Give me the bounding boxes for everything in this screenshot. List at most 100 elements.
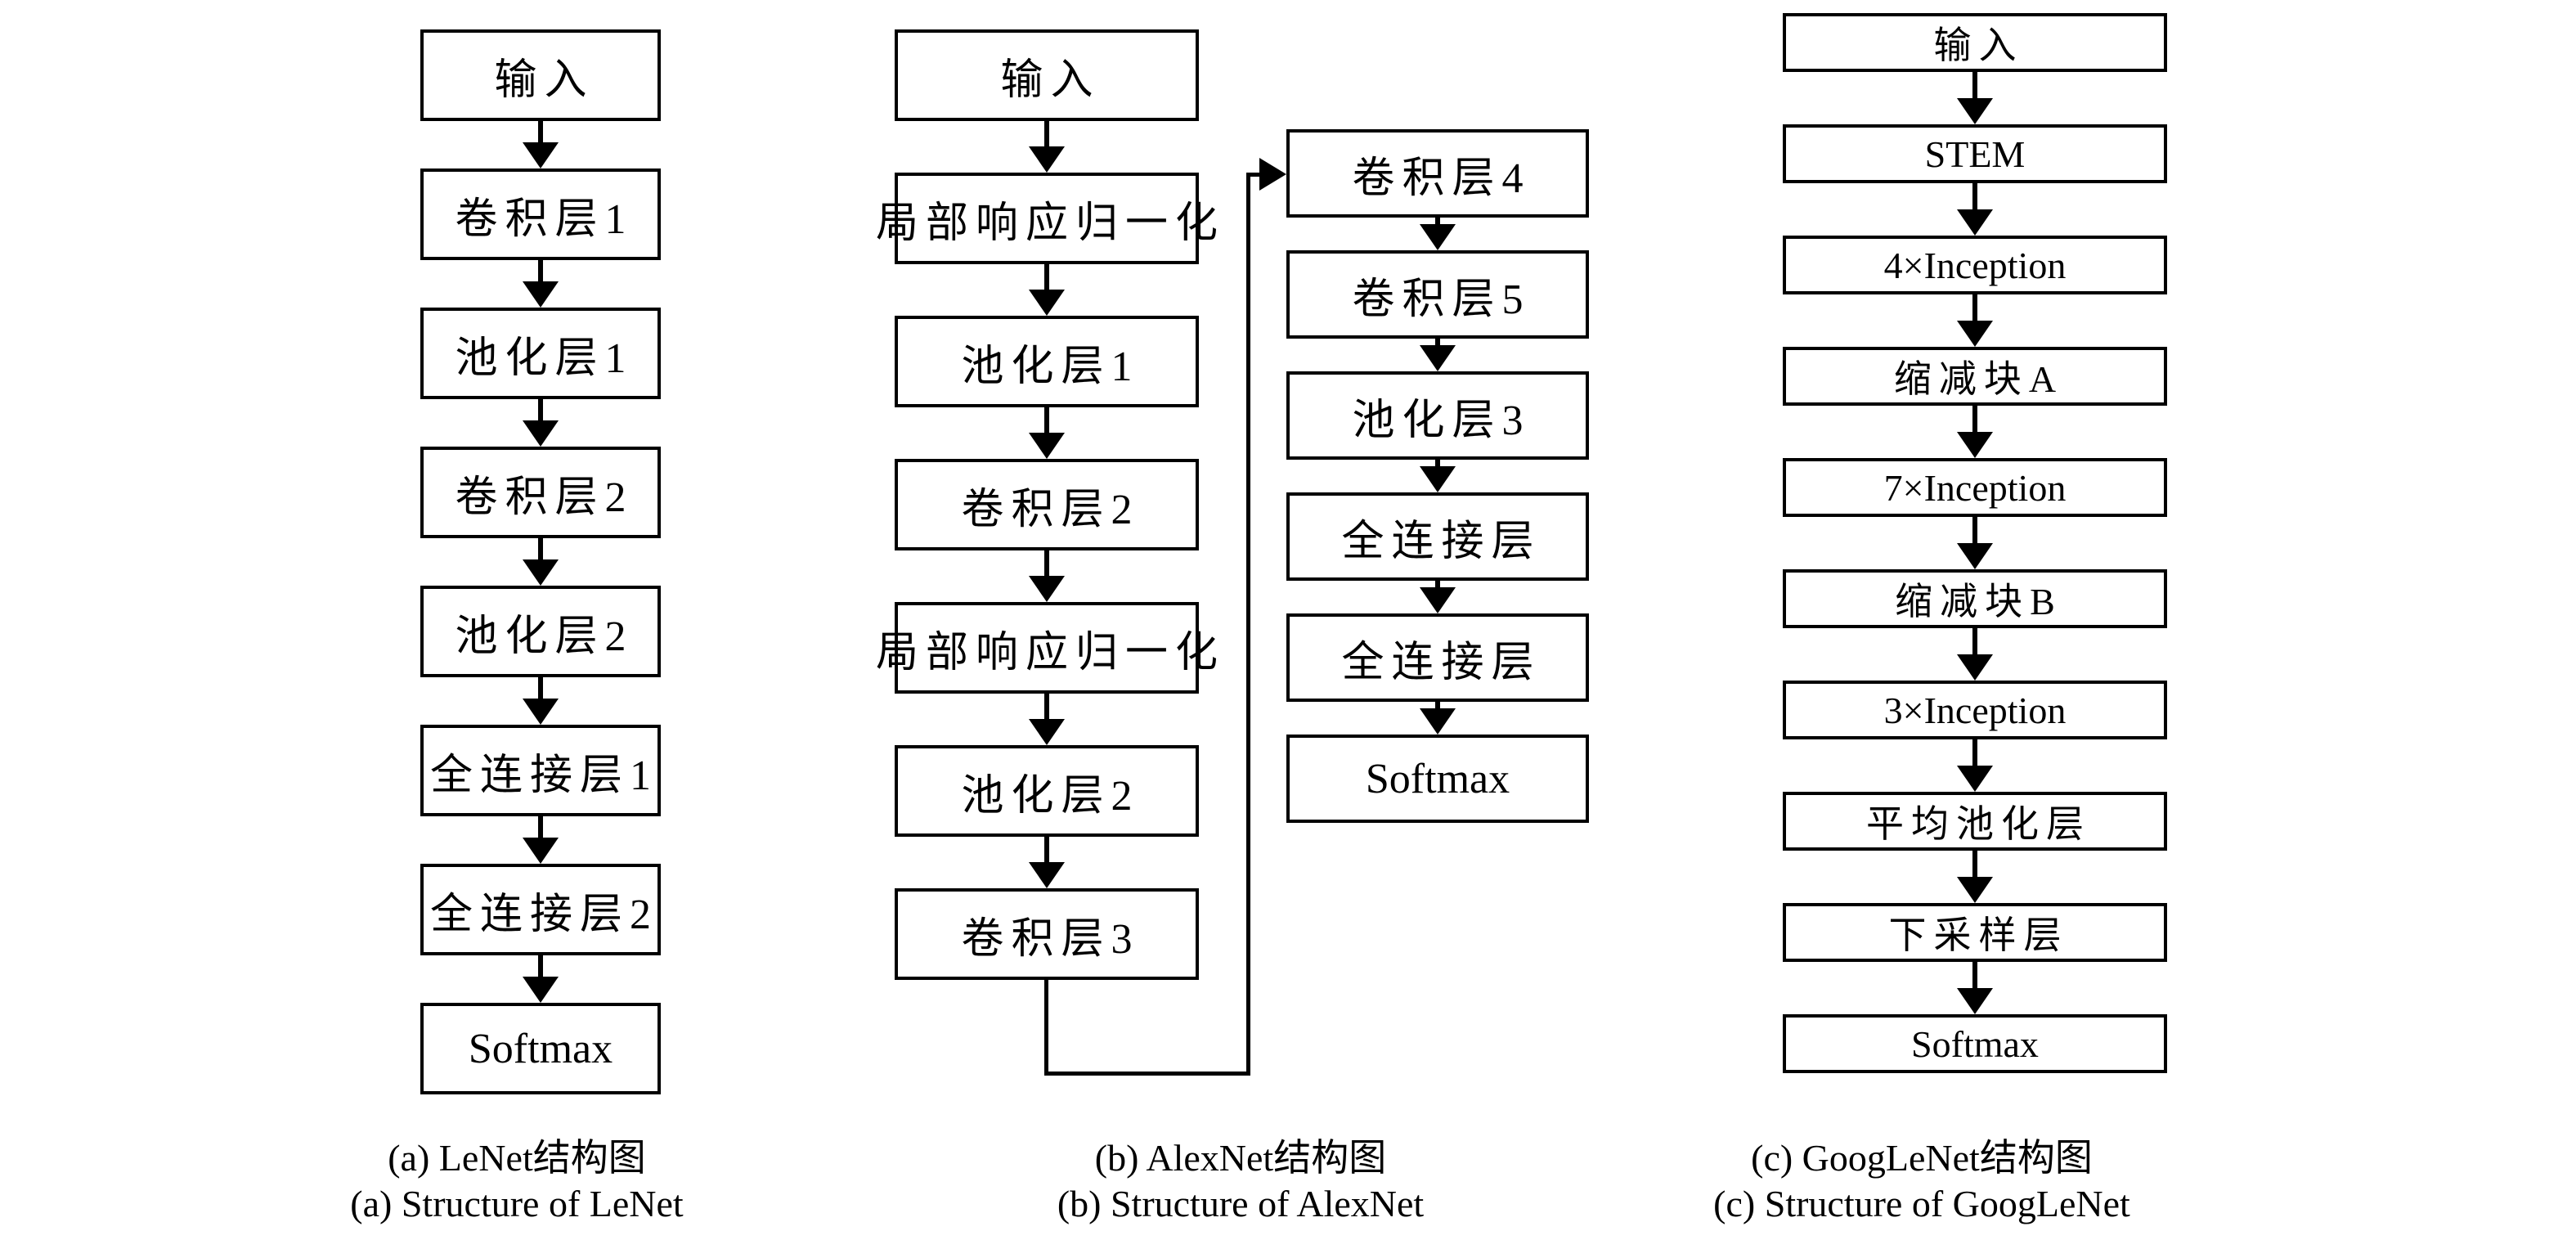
arrow-head-icon bbox=[1420, 708, 1456, 735]
arrow-shaft bbox=[538, 399, 543, 420]
flow-node: 输入 bbox=[420, 29, 661, 121]
arrow-shaft bbox=[1972, 628, 1977, 654]
flow-node: 全连接层 bbox=[1286, 492, 1589, 581]
arrow-shaft bbox=[1972, 517, 1977, 543]
arrow-head-icon bbox=[1957, 877, 1993, 903]
arrow-head-icon bbox=[1420, 345, 1456, 371]
arrow-head-icon bbox=[1420, 466, 1456, 492]
arrow-head-icon bbox=[1957, 98, 1993, 124]
down-arrow-icon bbox=[1420, 460, 1456, 492]
arrow-head-icon bbox=[1029, 576, 1065, 602]
arrow-shaft bbox=[1972, 406, 1977, 432]
connector-line-horizontal bbox=[1044, 1072, 1250, 1076]
arrow-shaft bbox=[538, 121, 543, 142]
flow-node: STEM bbox=[1783, 124, 2167, 183]
arrow-shaft bbox=[1044, 121, 1049, 146]
arrow-head-icon bbox=[1420, 224, 1456, 250]
arrow-head-icon bbox=[1029, 146, 1065, 173]
arrow-head-icon bbox=[1957, 988, 1993, 1014]
caption-c-en: (c) Structure of GoogLeNet bbox=[1713, 1183, 2130, 1224]
down-arrow-icon bbox=[1420, 702, 1456, 735]
arrow-head-icon bbox=[1420, 587, 1456, 613]
arrow-shaft bbox=[1044, 694, 1049, 719]
flow-node: 下采样层 bbox=[1783, 903, 2167, 962]
flow-node: 局部响应归一化 bbox=[876, 602, 1218, 694]
arrow-shaft bbox=[1972, 183, 1977, 209]
caption-c-zh: (c) GoogLeNet结构图 bbox=[1751, 1137, 2093, 1179]
arrow-shaft bbox=[1972, 72, 1977, 98]
arrow-shaft bbox=[538, 955, 543, 977]
arrow-shaft bbox=[1435, 218, 1440, 224]
down-arrow-icon bbox=[1957, 962, 1993, 1014]
down-arrow-icon bbox=[1029, 694, 1065, 745]
down-arrow-icon bbox=[1957, 628, 1993, 681]
flow-node: 4×Inception bbox=[1783, 236, 2167, 294]
down-arrow-icon bbox=[1029, 550, 1065, 602]
arrow-shaft bbox=[1044, 550, 1049, 576]
down-arrow-icon bbox=[1420, 339, 1456, 371]
arrow-shaft bbox=[538, 677, 543, 699]
down-arrow-icon bbox=[1029, 264, 1065, 316]
down-arrow-icon bbox=[1957, 183, 1993, 236]
flow-node: 平均池化层 bbox=[1783, 792, 2167, 851]
arrow-head-icon bbox=[1957, 654, 1993, 681]
down-arrow-icon bbox=[523, 816, 559, 864]
arrow-head-icon bbox=[523, 142, 559, 168]
arrow-head-icon bbox=[523, 977, 559, 1003]
arrow-head-icon bbox=[1029, 862, 1065, 888]
flow-node: Softmax bbox=[1286, 735, 1589, 823]
arrow-shaft bbox=[1044, 837, 1049, 862]
arrow-shaft bbox=[1435, 339, 1440, 345]
caption-b-zh: (b) AlexNet结构图 bbox=[1094, 1137, 1387, 1179]
arrow-shaft bbox=[538, 816, 543, 838]
arrow-head-icon bbox=[523, 838, 559, 864]
arrow-shaft bbox=[1435, 581, 1440, 587]
down-arrow-icon bbox=[1957, 517, 1993, 569]
arrow-shaft bbox=[1435, 460, 1440, 466]
flow-node: 卷积层2 bbox=[895, 459, 1199, 550]
flow-node: 池化层2 bbox=[420, 586, 661, 677]
arrow-shaft bbox=[1435, 702, 1440, 708]
flow-node: 卷积层5 bbox=[1286, 250, 1589, 339]
flow-node: 池化层2 bbox=[895, 745, 1199, 837]
caption-b: (b) AlexNet结构图 (b) Structure of AlexNet bbox=[1057, 1135, 1424, 1227]
connector-line-horizontal bbox=[1246, 173, 1261, 177]
right-arrow-head-icon bbox=[1259, 158, 1286, 191]
down-arrow-icon bbox=[523, 260, 559, 308]
down-arrow-icon bbox=[1029, 837, 1065, 888]
flow-node: 全连接层1 bbox=[420, 725, 661, 816]
arrow-shaft bbox=[538, 538, 543, 559]
arrow-shaft bbox=[1044, 407, 1049, 433]
flow-node: 卷积层3 bbox=[895, 888, 1199, 980]
down-arrow-icon bbox=[1420, 581, 1456, 613]
flow-node: 局部响应归一化 bbox=[876, 173, 1218, 264]
arrow-shaft bbox=[538, 260, 543, 281]
connector-line-vertical bbox=[1044, 980, 1048, 1076]
arrow-head-icon bbox=[1957, 543, 1993, 569]
down-arrow-icon bbox=[523, 677, 559, 725]
down-arrow-icon bbox=[523, 121, 559, 168]
arrow-head-icon bbox=[523, 559, 559, 586]
arrow-head-icon bbox=[1029, 433, 1065, 459]
arrow-shaft bbox=[1972, 962, 1977, 988]
down-arrow-icon bbox=[523, 399, 559, 447]
arrow-head-icon bbox=[1957, 766, 1993, 792]
flow-node: 3×Inception bbox=[1783, 681, 2167, 739]
flow-node: 全连接层2 bbox=[420, 864, 661, 955]
arrow-head-icon bbox=[523, 281, 559, 308]
arrow-shaft bbox=[1044, 264, 1049, 290]
flow-node: 卷积层2 bbox=[420, 447, 661, 538]
flow-node: 池化层3 bbox=[1286, 371, 1589, 460]
flow-node: 池化层1 bbox=[420, 308, 661, 399]
caption-b-en: (b) Structure of AlexNet bbox=[1057, 1183, 1425, 1224]
arrow-head-icon bbox=[1957, 321, 1993, 347]
caption-a: (a) LeNet结构图 (a) Structure of LeNet bbox=[350, 1135, 683, 1227]
flow-node: 卷积层1 bbox=[420, 168, 661, 260]
down-arrow-icon bbox=[523, 955, 559, 1003]
down-arrow-icon bbox=[1957, 851, 1993, 903]
arrow-head-icon bbox=[1029, 290, 1065, 316]
arrow-shaft bbox=[1972, 851, 1977, 877]
arrow-shaft bbox=[1972, 294, 1977, 321]
arrow-head-icon bbox=[523, 420, 559, 447]
down-arrow-icon bbox=[1029, 407, 1065, 459]
